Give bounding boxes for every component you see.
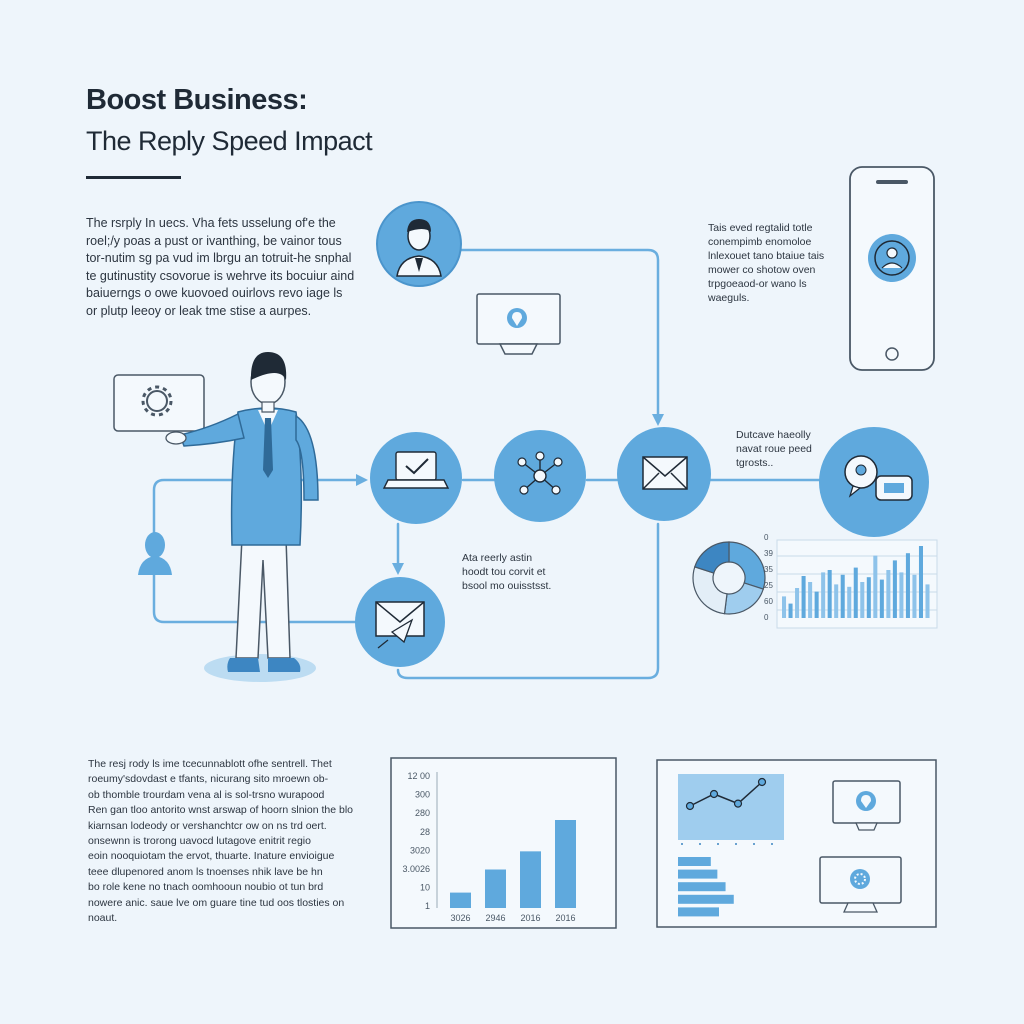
arrowhead (392, 563, 404, 575)
y-tick-label: 28 (420, 827, 430, 837)
bar (834, 584, 839, 618)
bar (892, 560, 897, 618)
x-tick-label: 2946 (485, 913, 505, 923)
bar (886, 570, 891, 618)
top-right-note: Tais eved regtalid totle conempimb enomo… (708, 222, 825, 304)
person-icon (138, 532, 172, 575)
bar (782, 596, 787, 618)
bar (925, 584, 930, 618)
y-tick-label: 0 (764, 613, 769, 622)
laptop-check-icon (370, 432, 462, 524)
businessman-figure (165, 352, 319, 682)
x-tick-label: 2016 (555, 913, 575, 923)
y-tick-label: 1 (425, 901, 430, 911)
pie-slice (723, 582, 764, 615)
line-point (757, 777, 767, 787)
main-bars (450, 820, 576, 908)
main-y-tick-labels: 12 00 300 280 28 3020 3.0026 10 1 (402, 771, 430, 911)
email-send-icon (355, 577, 445, 667)
bar (905, 553, 910, 618)
horizontal-bars (678, 857, 734, 917)
line-point (733, 799, 743, 808)
page-title: Boost Business: (86, 84, 308, 116)
bar (808, 582, 813, 618)
bar (873, 555, 878, 618)
email-icon (617, 427, 711, 521)
monitor-location-icon (832, 780, 901, 831)
hbar (678, 894, 734, 904)
chat-bubbles-icon (819, 427, 929, 537)
intro-paragraph: The rsrply In uecs. Vha fets usselung of… (86, 216, 355, 318)
right-bars (782, 546, 930, 618)
pie-slice (692, 566, 728, 615)
right-bar-chart: 0 39 35 25 60 0 (764, 533, 938, 629)
line-series (689, 781, 763, 807)
y-tick-label: 300 (415, 790, 430, 800)
main-x-tick-labels: 3026 2946 2016 2016 (450, 913, 575, 923)
y-tick-label: 12 00 (407, 771, 430, 781)
monitor-location-icon (476, 293, 561, 355)
y-tick-label: 0 (764, 533, 769, 542)
mini-axis-dots (681, 843, 773, 845)
line-point (685, 801, 695, 811)
x-tick-label: 2016 (520, 913, 540, 923)
y-tick-label: 60 (764, 597, 773, 606)
businessman-avatar-icon (376, 201, 462, 287)
network-nodes-icon (494, 430, 586, 522)
bar (801, 576, 806, 618)
y-tick-label: 3.0026 (402, 864, 430, 874)
arrowheads (356, 414, 664, 575)
bar (853, 567, 858, 618)
bar (860, 582, 865, 618)
bar (555, 820, 576, 908)
hbar (678, 857, 711, 866)
bar (879, 579, 884, 618)
bar (795, 588, 800, 618)
bar (450, 892, 471, 908)
bottom-left-paragraph: The resj rody ls ime tcecunnablott ofhe … (88, 758, 353, 925)
main-bar-chart: 12 00 300 280 28 3020 3.0026 10 1 3026 2946 2016 2… (390, 757, 617, 929)
center-note: Ata reerly astin hoodt tou corvit et bso… (462, 552, 552, 592)
y-tick-label: 3020 (410, 845, 430, 855)
bar (847, 586, 852, 618)
title-underline (86, 176, 181, 179)
right-mid-note: Dutcave haeolly navat roue peed tgrosts.… (736, 429, 812, 469)
pie-slice (694, 541, 730, 574)
y-tick-label: 35 (764, 565, 773, 574)
connector-top (458, 248, 660, 420)
monitor-gear-icon (819, 856, 902, 913)
line-point (709, 789, 719, 799)
y-tick-label: 39 (764, 549, 773, 558)
donut-chart (692, 541, 766, 615)
page-subtitle: The Reply Speed Impact (86, 126, 373, 156)
y-tick-label: 25 (764, 581, 773, 590)
bar (520, 851, 541, 908)
arrowhead (652, 414, 664, 426)
mini-line-chart (685, 777, 767, 811)
bar (899, 572, 904, 618)
dashboard-panel (656, 759, 937, 928)
y-tick-label: 10 (420, 883, 430, 893)
bar (918, 546, 923, 618)
bar (840, 574, 845, 618)
bar (814, 591, 819, 618)
hbar (678, 869, 718, 879)
y-tick-label: 280 (415, 808, 430, 818)
bar (866, 577, 871, 618)
smartphone-profile-icon (849, 166, 935, 371)
x-tick-label: 3026 (450, 913, 470, 923)
connector-bottom-loop (396, 522, 660, 680)
pie-slice (728, 541, 766, 590)
bar (912, 574, 917, 618)
hbar (678, 907, 719, 917)
tablet-gear-icon (113, 374, 205, 432)
bar (827, 570, 832, 618)
bar (788, 603, 793, 618)
bar (485, 869, 506, 908)
hbar (678, 882, 726, 892)
arrowhead (356, 474, 368, 486)
bar (821, 572, 826, 618)
right-tick-labels: 0 39 35 25 60 0 (764, 533, 773, 622)
